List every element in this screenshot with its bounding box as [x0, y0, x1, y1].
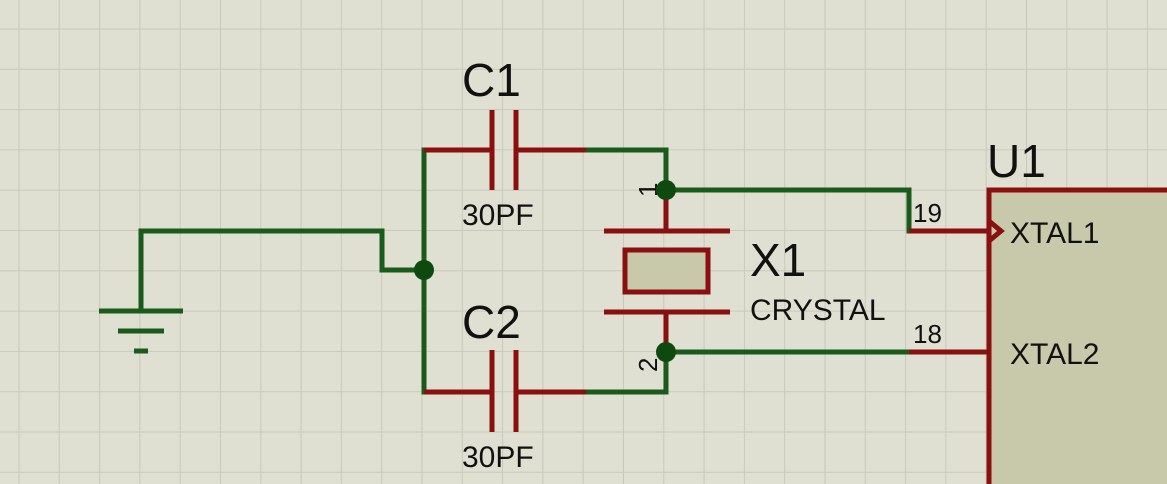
c1-right-wire[interactable] — [583, 147, 669, 193]
x1-ref-label: X1 — [750, 234, 806, 286]
capacitor-c2[interactable] — [424, 350, 586, 432]
capacitor-c1[interactable] — [424, 110, 586, 190]
c2-value-label: 30PF — [462, 441, 534, 474]
c1-ref-label: C1 — [462, 54, 521, 106]
junction-dot — [414, 260, 434, 280]
c2-ref-label: C2 — [462, 296, 521, 348]
junctions — [414, 180, 676, 362]
c1-value-label: 30PF — [462, 199, 534, 232]
ic-u1-body[interactable] — [986, 187, 1167, 484]
c2-right-wire[interactable] — [583, 349, 669, 395]
pin-xtal1-name: XTAL1 — [1010, 217, 1100, 250]
pin-19-number: 19 — [913, 198, 942, 228]
crystal-pin-2-label: 2 — [633, 358, 663, 372]
wires — [138, 147, 912, 395]
pin-18-number: 18 — [913, 319, 942, 349]
junction-dot — [656, 180, 676, 200]
crystal-pin-1-label: 1 — [633, 183, 663, 197]
junction-dot — [656, 342, 676, 362]
x1-value-label: CRYSTAL — [750, 294, 886, 327]
pin-19-line[interactable] — [909, 219, 1005, 243]
ground-icon[interactable] — [99, 308, 183, 354]
crystal-x1[interactable] — [604, 190, 730, 352]
ground-wire[interactable] — [138, 228, 427, 314]
u1-ref-label: U1 — [987, 135, 1046, 187]
pin-xtal2-name: XTAL2 — [1010, 338, 1100, 371]
xtal1-net-wire[interactable] — [663, 187, 912, 234]
